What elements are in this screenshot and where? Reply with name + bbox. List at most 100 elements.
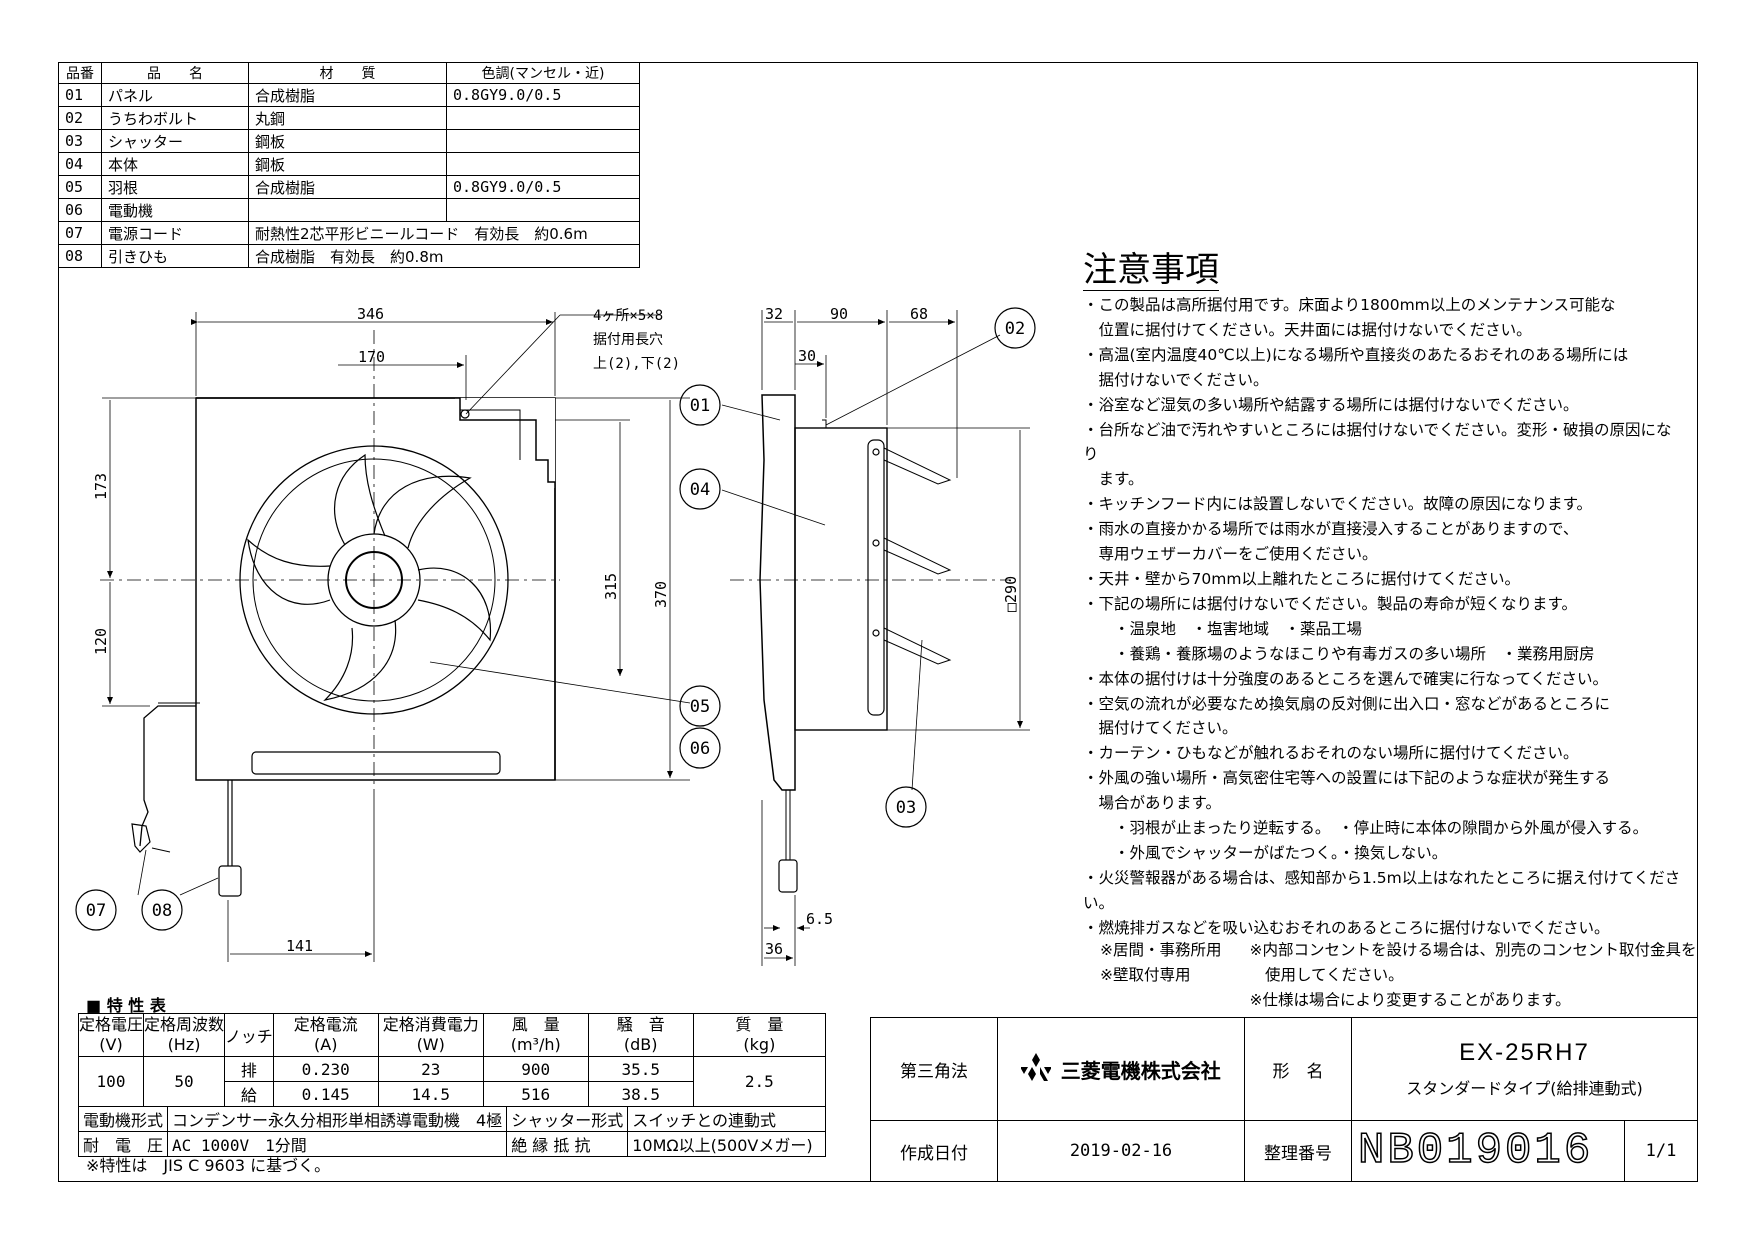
- callout-05-label: 05: [690, 697, 710, 717]
- note-line: ・カーテン・ひもなどが触れるおそれのない場所に据付けてください。: [1083, 744, 1579, 763]
- projection-label: 第三角法: [870, 1016, 998, 1122]
- note-line: ・燃焼排ガスなどを吸い込むおそれのあるところに据付けないでください。: [1083, 918, 1610, 937]
- part-name: 羽根: [101, 175, 249, 199]
- pull-string-knob: [218, 865, 242, 897]
- model-label: 形 名: [1244, 1016, 1352, 1122]
- callout-04-label: 04: [690, 480, 710, 500]
- callout-07-label: 07: [86, 901, 106, 921]
- note-line: 据付けないでください。: [1083, 370, 1269, 389]
- note-line: 位置に据付けてください。天井面には据付けないでください。: [1083, 320, 1532, 339]
- spec-power: 14.5: [377, 1081, 484, 1107]
- spec-current: 0.230: [272, 1056, 379, 1082]
- side-view: 32 90 68 30 □290 6.5 36: [721, 305, 1030, 966]
- dim-string: 141: [286, 937, 313, 955]
- callout-03-label: 03: [896, 798, 916, 818]
- spec-h-power: 定格消費電力(W): [377, 1013, 484, 1057]
- spec-row-exhaust: 100 50 排 0.230 23 900 35.5 2.5: [77, 1056, 827, 1107]
- mount-hole-note-1: 4ヶ所×5×8: [593, 308, 663, 324]
- part-name: シャッター: [101, 129, 249, 153]
- caution-notes: 注意事項 ・この製品は高所据付用です。床面より1800mm以上のメンテナンス可能…: [1083, 250, 1683, 941]
- dim-height: 370: [652, 581, 670, 608]
- doc-label: 整理番号: [1244, 1120, 1352, 1182]
- part-name: パネル: [101, 83, 249, 107]
- side-body: [794, 427, 888, 731]
- spec-h-mass: 質 量(kg): [692, 1013, 827, 1057]
- power-cord: [139, 705, 196, 847]
- callout-08-label: 08: [152, 901, 172, 921]
- spec-extra-table: 電動機形式 コンデンサー永久分相形単相誘導電動機 4極 シャッター形式 スイッチ…: [77, 1106, 826, 1157]
- title-block: 第三角法 三菱電機株式会社 形 名 EX-25RH7 スタンダードタイプ(給排連…: [870, 1016, 1698, 1182]
- parts-header-name: 品 名: [101, 62, 249, 84]
- side-panel: [759, 394, 796, 791]
- shutter-value: スイッチとの連動式: [627, 1106, 826, 1132]
- note-line: ・本体の据付けは十分強度のあるところを選んで確実に行なってください。: [1083, 669, 1608, 688]
- dim-bottom: 120: [92, 628, 110, 655]
- remark-outlet: ※内部コンセントを設ける場合は、別売のコンセント取付金具を: [1249, 941, 1697, 959]
- mount-hole-note-2: 据付用長穴: [593, 332, 663, 348]
- dim-side-30: 30: [798, 347, 816, 365]
- spec-voltage: 100: [77, 1056, 145, 1107]
- spec-notch: 給: [224, 1081, 274, 1107]
- shutter-blade: [883, 627, 952, 665]
- side-pull-knob: [778, 859, 798, 893]
- date-value: 2019-02-16: [997, 1120, 1245, 1182]
- shutter-frame: [867, 439, 885, 716]
- callout-08: [141, 889, 183, 931]
- remark-outlet-2: 使用してください。: [1249, 966, 1404, 984]
- spec-footnote: ※特性は JIS C 9603 に基づく。: [86, 1156, 331, 1175]
- bottom-grille: [251, 751, 501, 775]
- spec-current: 0.145: [272, 1081, 379, 1107]
- dim-side-36: 36: [765, 940, 783, 958]
- part-color: [446, 106, 640, 130]
- spec-h-voltage: 定格電圧(V): [77, 1013, 145, 1057]
- callouts: 01 02 03 04 05 06 07 08: [75, 307, 1036, 931]
- panel-top-step: [196, 397, 556, 780]
- callout-06-label: 06: [690, 739, 710, 759]
- dim-top: 173: [92, 473, 110, 500]
- shutter-blade: [883, 447, 952, 485]
- note-line: 専用ウェザーカバーをご使用ください。: [1083, 545, 1378, 564]
- spec-h-notch: ノッチ: [224, 1013, 274, 1057]
- part-material: 合成樹脂: [248, 83, 447, 107]
- note-line: ・養鶏・養豚場のようなほこりや有毒ガスの多い場所 ・業務用厨房: [1083, 644, 1595, 663]
- note-line: ・高温(室内温度40℃以上)になる場所や直接炎のあたるおそれのある場所には: [1083, 345, 1629, 364]
- part-no: 01: [58, 83, 102, 107]
- part-color: 0.8GY9.0/0.5: [446, 175, 640, 199]
- front-view: 346 170 173 120 315 370 141 4ヶ所×5×8 据付用長…: [92, 305, 691, 962]
- spec-noise: 38.5: [587, 1081, 694, 1107]
- note-line: ・空気の流れが必要なため換気扇の反対側に出入口・窓などがあるところに: [1083, 694, 1611, 713]
- insulation-value: 10MΩ以上(500Vメガー): [627, 1131, 826, 1157]
- callout-04: [679, 468, 721, 510]
- power-plug: [131, 823, 151, 853]
- company-logo-icon: [1020, 1052, 1053, 1086]
- dim-side-32: 32: [765, 305, 783, 323]
- withstand-value: AC 1000V 1分間: [167, 1131, 508, 1157]
- insulation-label: 絶 縁 抵 抗: [506, 1131, 629, 1157]
- dim-height-inner: 315: [602, 573, 620, 600]
- model-description: スタンダードタイプ(給排連動式): [1406, 1079, 1643, 1099]
- callout-02: [994, 307, 1036, 349]
- notes-title: 注意事項: [1083, 250, 1219, 291]
- dim-center: 170: [358, 348, 385, 366]
- shutter-blade: [883, 537, 952, 575]
- motor-label: 電動機形式: [77, 1106, 169, 1132]
- spec-airflow: 900: [482, 1056, 589, 1082]
- date-label: 作成日付: [870, 1120, 998, 1182]
- callout-02-label: 02: [1005, 319, 1025, 339]
- dim-side-6-5: 6.5: [806, 910, 833, 928]
- note-line: ・台所など油で汚れやすいところには据付けないでください。変形・破損の原因になり: [1083, 420, 1672, 464]
- note-line: ・この製品は高所据付用です。床面より1800mm以上のメンテナンス可能な: [1083, 296, 1616, 314]
- mount-hole: [460, 409, 470, 419]
- model-cell: EX-25RH7 スタンダードタイプ(給排連動式): [1351, 1016, 1698, 1122]
- note-line: ・下記の場所には据付けないでください。製品の寿命が短くなります。: [1083, 594, 1577, 613]
- remark-usage: ※居間・事務所用: [1100, 941, 1222, 959]
- spec-h-current: 定格電流(A): [272, 1013, 379, 1057]
- note-line: ・火災警報器がある場合は、感知部から1.5m以上はなれたところに据え付けてくださ…: [1083, 868, 1681, 912]
- withstand-label: 耐 電 圧: [77, 1131, 169, 1157]
- note-line: ・羽根が止まったり逆転する。 ・停止時に本体の隙間から外風が侵入する。: [1083, 819, 1649, 838]
- remark-spec-change: ※仕様は場合により変更することがあります。: [1249, 991, 1571, 1009]
